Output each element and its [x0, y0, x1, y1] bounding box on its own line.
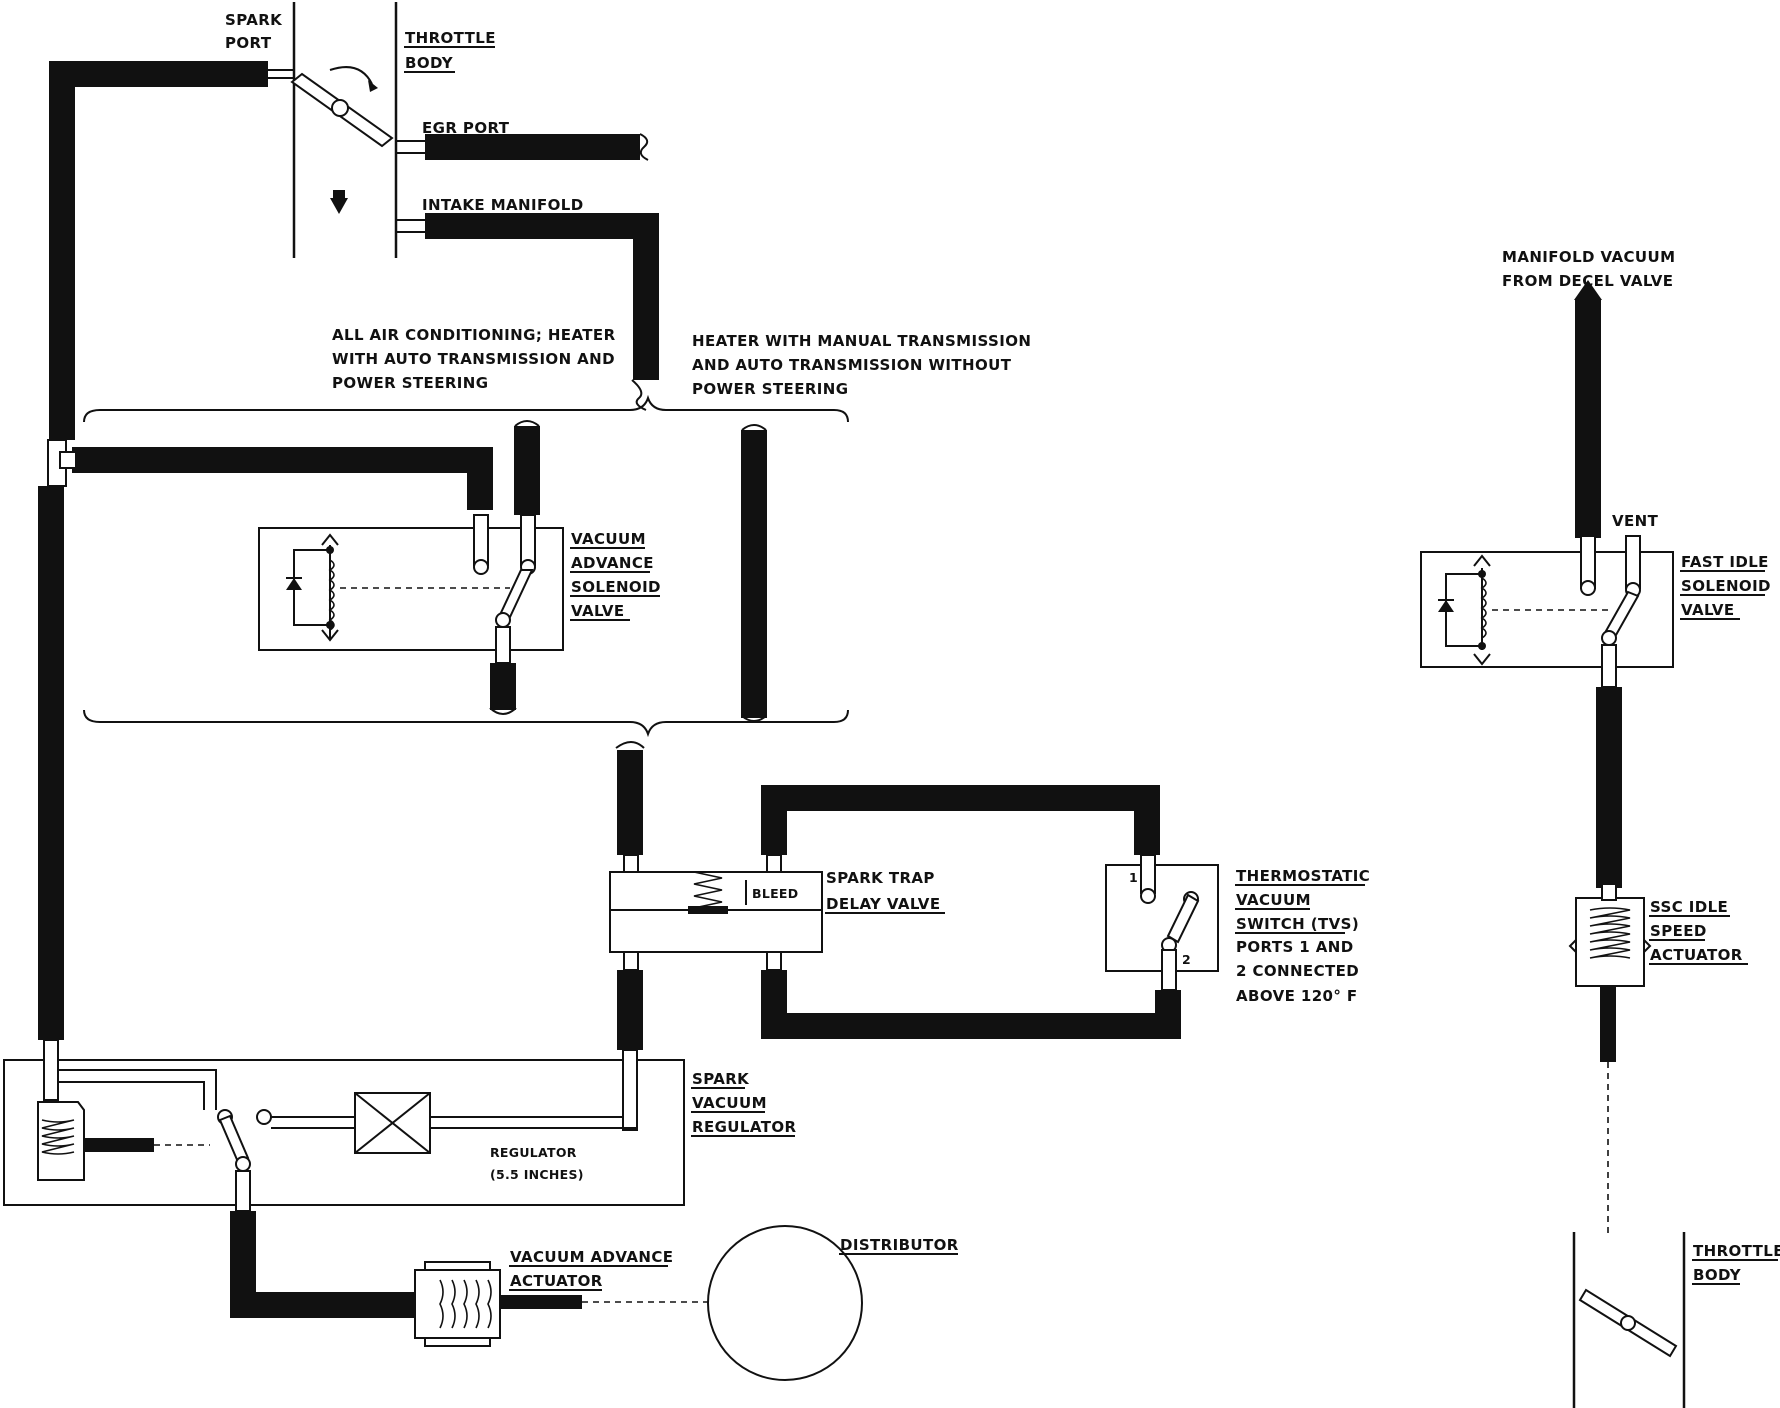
svg-text:POWER STEERING: POWER STEERING	[692, 380, 848, 398]
vacuum-advance-actuator	[414, 1261, 708, 1347]
svg-text:SPARK: SPARK	[692, 1070, 750, 1088]
brace-top	[83, 394, 849, 423]
svg-text:VALVE: VALVE	[571, 602, 625, 620]
svg-text:DISTRIBUTOR: DISTRIBUTOR	[840, 1236, 959, 1254]
svg-text:VACUUM: VACUUM	[692, 1094, 767, 1112]
hoses-left	[38, 61, 659, 1040]
label-fast-idle: FAST IDLE SOLENOID VALVE	[1680, 553, 1771, 620]
label-egr-port: EGR PORT	[422, 119, 510, 137]
label-spark-port: SPARK PORT	[225, 11, 283, 52]
label-vacuum-advance-actuator: VACUUM ADVANCE ACTUATOR	[509, 1248, 673, 1291]
svg-text:ADVANCE: ADVANCE	[571, 554, 654, 572]
svg-text:WITH AUTO TRANSMISSION AND: WITH AUTO TRANSMISSION AND	[332, 350, 615, 368]
svg-text:ACTUATOR: ACTUATOR	[510, 1272, 603, 1290]
throttle-plate-top	[290, 66, 394, 148]
label-spark-trap: SPARK TRAP DELAY VALVE	[825, 869, 945, 914]
svg-text:SWITCH (TVS): SWITCH (TVS)	[1236, 915, 1359, 933]
svg-text:(5.5 INCHES): (5.5 INCHES)	[490, 1167, 584, 1182]
right-circuit	[1420, 280, 1686, 1408]
label-heater-manual: HEATER WITH MANUAL TRANSMISSION AND AUTO…	[692, 332, 1031, 398]
spark-vacuum-regulator	[3, 1039, 685, 1318]
svg-text:HEATER WITH MANUAL TRANSMISSIO: HEATER WITH MANUAL TRANSMISSION	[692, 332, 1031, 350]
label-throttle-body-right: THROTTLE BODY	[1692, 1242, 1780, 1285]
svg-text:SSC IDLE: SSC IDLE	[1650, 898, 1728, 916]
svg-text:BODY: BODY	[405, 54, 454, 72]
svg-text:PORTS 1 AND: PORTS 1 AND	[1236, 938, 1354, 956]
tvs-port-2-label: 2	[1182, 952, 1191, 967]
svg-text:DELAY VALVE: DELAY VALVE	[826, 895, 940, 913]
label-throttle-body-top: THROTTLE BODY	[404, 29, 496, 73]
tvs-port-1-label: 1	[1129, 870, 1138, 885]
tee-fitting	[47, 439, 77, 487]
svg-text:VACUUM ADVANCE: VACUUM ADVANCE	[510, 1248, 673, 1266]
svg-text:FAST IDLE: FAST IDLE	[1681, 553, 1769, 571]
svg-text:FROM DECEL VALVE: FROM DECEL VALVE	[1502, 272, 1673, 290]
svg-text:SOLENOID: SOLENOID	[571, 578, 661, 596]
svg-text:VALVE: VALVE	[1681, 601, 1735, 619]
svg-text:THROTTLE: THROTTLE	[1693, 1242, 1780, 1260]
svg-text:REGULATOR: REGULATOR	[490, 1145, 577, 1160]
arrow-up-icon	[1574, 280, 1602, 300]
svg-text:THERMOSTATIC: THERMOSTATIC	[1236, 867, 1370, 885]
label-bleed: BLEED	[752, 886, 798, 901]
svg-text:POWER STEERING: POWER STEERING	[332, 374, 488, 392]
svg-text:THROTTLE: THROTTLE	[405, 29, 496, 47]
svg-text:ABOVE 120° F: ABOVE 120° F	[1236, 987, 1358, 1005]
svg-text:2 CONNECTED: 2 CONNECTED	[1236, 962, 1359, 980]
distributor	[707, 1225, 863, 1381]
throttle-body-top	[268, 2, 425, 258]
label-ssc-idle: SSC IDLE SPEED ACTUATOR	[1649, 898, 1748, 965]
svg-text:SOLENOID: SOLENOID	[1681, 577, 1771, 595]
label-spark-vacuum-regulator: SPARK VACUUM REGULATOR	[691, 1070, 796, 1137]
svg-text:SPARK TRAP: SPARK TRAP	[826, 869, 935, 887]
flow-arrow-icon	[330, 198, 348, 214]
label-tvs: THERMOSTATIC VACUUM SWITCH (TVS) PORTS 1…	[1235, 867, 1370, 1005]
label-distributor: DISTRIBUTOR	[839, 1236, 959, 1255]
svg-text:ALL AIR CONDITIONING; HEATER: ALL AIR CONDITIONING; HEATER	[332, 326, 616, 344]
svg-text:ACTUATOR: ACTUATOR	[1650, 946, 1743, 964]
label-vacuum-advance-solenoid: VACUUM ADVANCE SOLENOID VALVE	[570, 530, 661, 621]
svg-text:VACUUM: VACUUM	[571, 530, 646, 548]
svg-text:SPARK: SPARK	[225, 11, 283, 29]
svg-text:VACUUM: VACUUM	[1236, 891, 1311, 909]
vacuum-advance-solenoid-valve	[258, 420, 564, 715]
svg-text:PORT: PORT	[225, 34, 272, 52]
thermostatic-vacuum-switch: 1 2	[1105, 854, 1219, 991]
label-intake-manifold: INTAKE MANIFOLD	[422, 196, 584, 214]
svg-text:SPEED: SPEED	[1650, 922, 1707, 940]
brace-bottom	[83, 709, 849, 738]
spark-trap-delay-valve	[609, 741, 1181, 1050]
label-all-air-conditioning: ALL AIR CONDITIONING; HEATER WITH AUTO T…	[332, 326, 616, 392]
label-vent: VENT	[1612, 512, 1659, 530]
svg-text:MANIFOLD VACUUM: MANIFOLD VACUUM	[1502, 248, 1675, 266]
hose-alt-option	[741, 424, 767, 722]
svg-text:BODY: BODY	[1693, 1266, 1742, 1284]
svg-text:REGULATOR: REGULATOR	[692, 1118, 796, 1136]
label-regulator-setting: REGULATOR (5.5 INCHES)	[490, 1145, 584, 1182]
label-manifold-vacuum: MANIFOLD VACUUM FROM DECEL VALVE	[1502, 248, 1675, 290]
svg-text:AND AUTO TRANSMISSION WITHOUT: AND AUTO TRANSMISSION WITHOUT	[692, 356, 1012, 374]
